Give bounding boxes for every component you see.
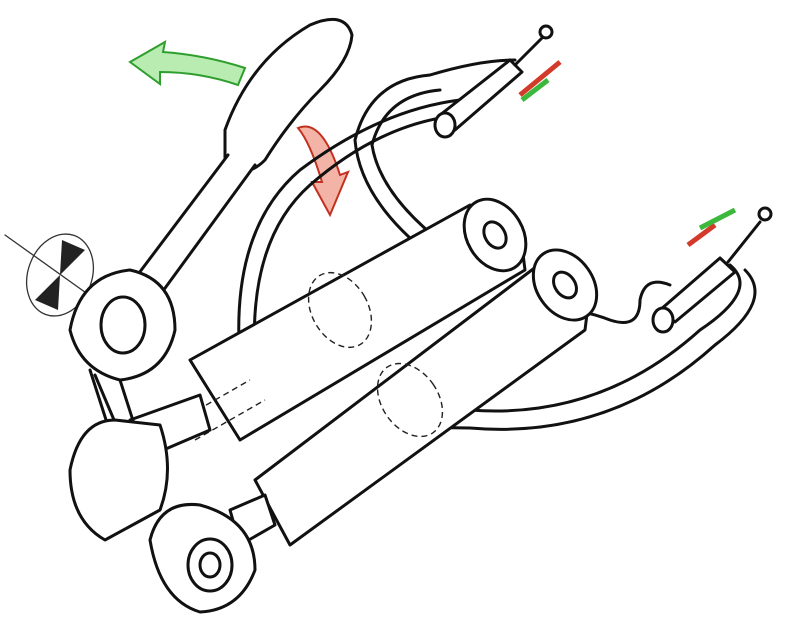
- linear-arrow-right-icon: [686, 207, 737, 248]
- rotate-arrow-green-icon: [128, 40, 247, 87]
- actuator-top: [433, 24, 554, 139]
- section-symbol-icon: [4, 233, 111, 317]
- linear-arrow-top-icon: [518, 60, 562, 102]
- base-links: [68, 268, 257, 614]
- actuator-right: [651, 206, 773, 334]
- lower-cylinder: [253, 248, 599, 547]
- rotate-arrow-red-icon: [296, 125, 350, 218]
- upper-cylinder: [179, 197, 528, 442]
